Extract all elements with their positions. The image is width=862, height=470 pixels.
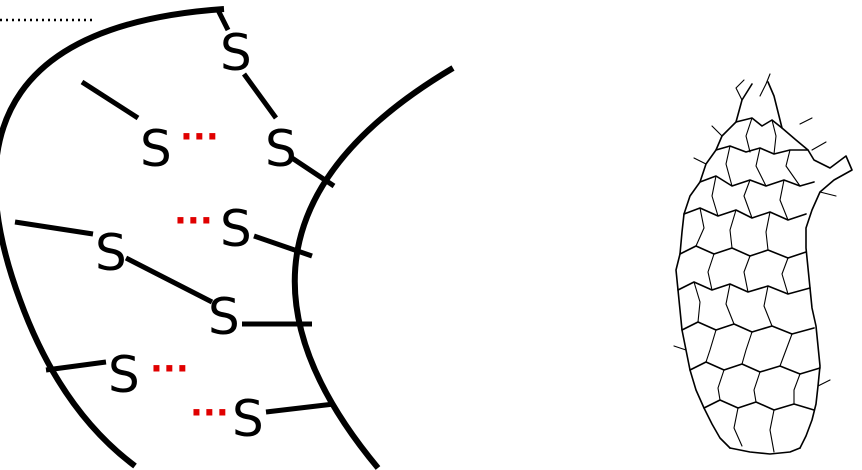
sulfur-atom: S (208, 288, 240, 346)
bond-left-to-s5 (14, 219, 94, 237)
sulfur-atom: S (140, 120, 172, 178)
bond-s1-s3 (241, 72, 279, 120)
bond-s4-to-right (253, 233, 313, 259)
broken-bond-mark: ··· (150, 349, 189, 389)
broken-bond-mark: ··· (174, 201, 213, 241)
left-strand-arc (0, 6, 225, 469)
broken-bond-mark: ··· (180, 117, 219, 157)
sulfur-atom: S (95, 224, 127, 282)
sulfur-atom: S (220, 200, 252, 258)
sulfur-atom: S (265, 120, 297, 178)
bond-s5-s6 (124, 255, 214, 305)
sulfur-atom: S (232, 390, 264, 448)
bond-s8-to-right (265, 401, 335, 415)
sulfur-atom: S (220, 24, 252, 82)
hair-fiber-illustration (673, 73, 853, 455)
bond-left-to-s7 (45, 359, 107, 373)
bond-s3-to-right (290, 155, 336, 189)
broken-bond-mark: ··· (190, 393, 229, 433)
sulfur-atom: S (108, 346, 140, 404)
bond-left-to-s1 (215, 8, 231, 32)
bond-left-to-s2 (80, 79, 140, 121)
